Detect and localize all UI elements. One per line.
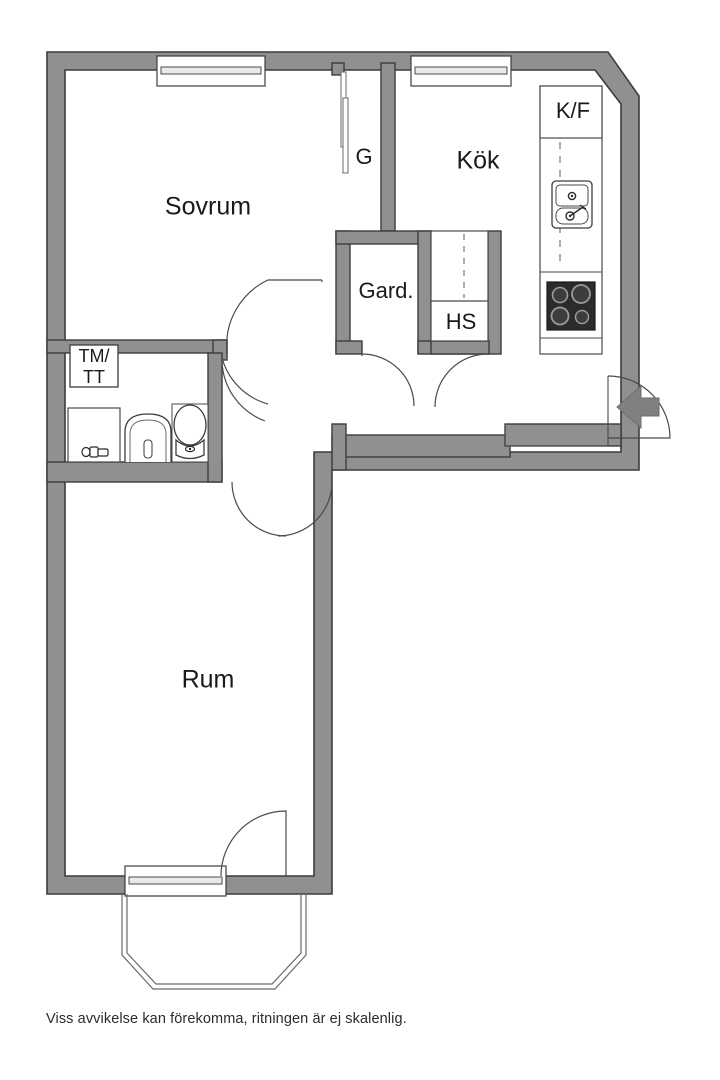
door-rum-balcony bbox=[220, 810, 287, 877]
door-bathroom bbox=[221, 357, 269, 405]
window-rum bbox=[124, 865, 227, 897]
wall-gard-south bbox=[335, 340, 363, 355]
wall-hall-south bbox=[331, 434, 511, 458]
plan-caption: Viss avvikelse kan förekomma, ritningen … bbox=[46, 1011, 407, 1027]
kitchen-fixtures bbox=[539, 85, 603, 355]
wall-structure bbox=[46, 51, 640, 895]
wall-gard-east bbox=[417, 230, 432, 354]
label-kf: K/F bbox=[556, 98, 590, 123]
entry-door-arc bbox=[607, 375, 671, 439]
bathroom-fixtures bbox=[67, 344, 209, 463]
room-labels: Sovrum Kök Rum Gard. G HS K/F TM/ TT bbox=[79, 98, 591, 694]
wall-gard-north bbox=[335, 230, 432, 245]
shower-mixer-icon bbox=[81, 446, 109, 458]
label-gard: Gard. bbox=[358, 278, 413, 303]
entrance-marker bbox=[607, 375, 671, 439]
wall-hall-nib bbox=[331, 423, 347, 471]
door-gard bbox=[361, 353, 415, 407]
label-g: G bbox=[355, 144, 372, 169]
stove-cooktop bbox=[546, 281, 596, 331]
wall-kok-hall-vertical bbox=[487, 230, 502, 355]
washer-dryer-box bbox=[69, 344, 119, 388]
wall-sovrum-kok bbox=[380, 62, 396, 232]
label-sovrum: Sovrum bbox=[165, 193, 251, 221]
door-kok bbox=[434, 353, 489, 408]
window-kok bbox=[410, 55, 512, 87]
balcony-outline bbox=[121, 894, 307, 990]
door-swings bbox=[220, 279, 489, 877]
windows bbox=[124, 55, 512, 897]
wall-bathroom-south bbox=[46, 461, 223, 483]
wall-gard-west bbox=[335, 230, 351, 354]
hall-niche-outline bbox=[504, 424, 609, 447]
label-tm-tt-line2: TT bbox=[83, 367, 105, 387]
fridge-freezer-cabinet bbox=[539, 85, 603, 139]
door-rum-left bbox=[231, 481, 287, 537]
wall-kok-south bbox=[430, 340, 490, 355]
hs-cabinet bbox=[430, 230, 489, 342]
label-tm-tt-line1: TM/ bbox=[79, 346, 110, 366]
wash-basin bbox=[124, 413, 172, 462]
kitchen-sink bbox=[551, 180, 593, 229]
interior-thin-lines bbox=[504, 376, 609, 447]
label-rum: Rum bbox=[182, 666, 235, 694]
wall-bathroom-east bbox=[207, 352, 223, 483]
label-kok: Kök bbox=[456, 147, 500, 175]
toilet bbox=[171, 403, 209, 463]
door-rum-right bbox=[277, 481, 333, 537]
window-sovrum bbox=[156, 55, 266, 87]
label-hs: HS bbox=[446, 309, 477, 334]
shower-area bbox=[67, 407, 121, 463]
door-sovrum bbox=[226, 279, 322, 353]
entry-arrow-left-icon bbox=[616, 384, 660, 430]
wall-hall-south-east bbox=[504, 423, 622, 447]
g-closet-sliding-door bbox=[340, 71, 349, 174]
